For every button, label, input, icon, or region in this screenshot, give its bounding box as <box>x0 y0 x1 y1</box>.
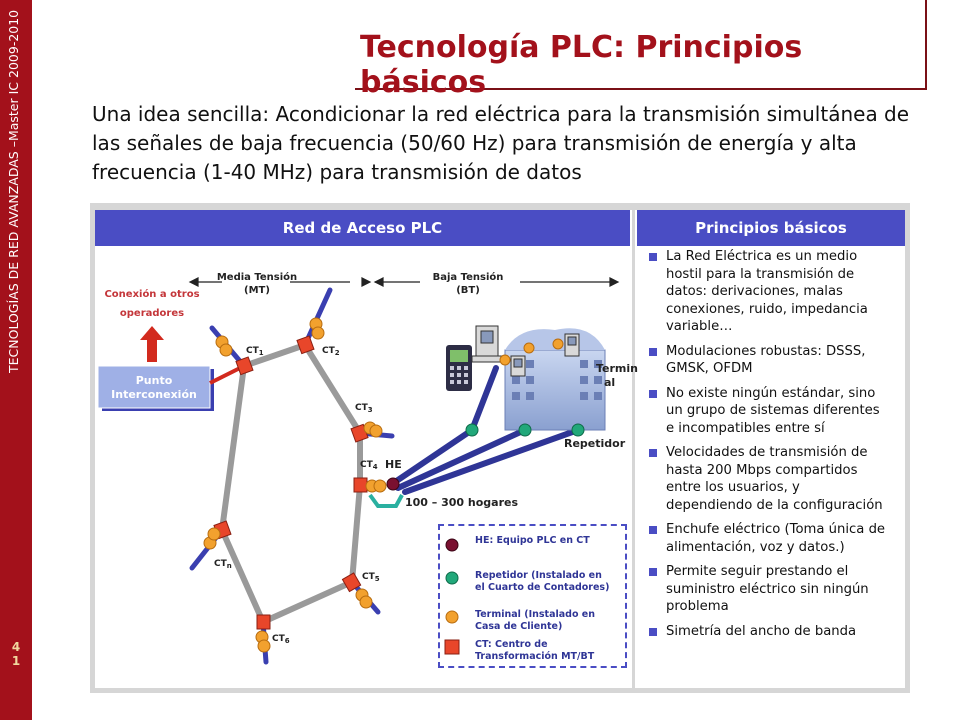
he-loop <box>368 493 404 508</box>
ct4-sub: 4 <box>373 463 378 471</box>
ct1-text: CT <box>246 346 260 356</box>
ct3-sub: 3 <box>368 406 373 414</box>
punto-interconexion-box <box>97 365 214 411</box>
bullet-square-icon <box>649 389 657 398</box>
page-number-digit-2: 1 <box>11 654 21 668</box>
legend-repeater-text-1: Repetidor (Instalado en <box>475 570 602 581</box>
terminal-nodes <box>499 338 564 366</box>
bullet-text: Simetría del ancho de banda <box>666 623 857 639</box>
bullet-text: No existe ningún estándar, sino un grupo… <box>666 385 880 436</box>
title-frame-vertical <box>925 0 927 90</box>
ct2-sub: 2 <box>335 349 340 357</box>
list-item: No existe ningún estándar, sino un grupo… <box>648 385 888 438</box>
ct6-text: CT <box>272 634 286 644</box>
page-number-digit-1: 4 <box>11 640 21 654</box>
ct4-text: CT <box>360 460 374 470</box>
bullet-text: Velocidades de transmisión de hasta 200 … <box>666 445 883 513</box>
ct6-sub: 6 <box>285 637 290 645</box>
legend-he-text: HE: Equipo PLC en CT <box>475 535 590 546</box>
sidebar: TECNOLOGÍAS DE RED AVANZADAS –Master IC … <box>0 0 32 720</box>
legend-terminal-swatch <box>445 610 459 624</box>
bullet-square-icon <box>649 253 657 261</box>
baja-tension-abbr: (BT) <box>456 285 480 296</box>
page-number: 4 1 <box>0 640 32 668</box>
media-tension-label: Media Tensión <box>217 271 297 283</box>
mt-bt-arrows <box>188 277 620 287</box>
legend-ct-text-2: Transformación MT/BT <box>475 651 595 662</box>
ct2-text: CT <box>322 346 336 356</box>
computer-right-icon <box>564 333 580 357</box>
repetidor-label: Repetidor <box>564 437 626 450</box>
bullet-text: Enchufe eléctrico (Toma única de aliment… <box>666 522 886 555</box>
bullet-square-icon <box>649 526 657 534</box>
ct4-label: CT4 <box>360 460 378 471</box>
right-panel-header: Principios básicos <box>637 210 905 246</box>
legend-repeater-swatch <box>445 571 459 585</box>
list-item: Enchufe eléctrico (Toma única de aliment… <box>648 521 888 556</box>
legend-terminal-text-1: Terminal (Instalado en <box>475 609 595 620</box>
mt-ring <box>219 342 363 625</box>
intro-text: Una idea sencilla: Acondicionar la red e… <box>92 102 910 184</box>
principles-list: La Red Eléctrica es un medio hostil para… <box>648 248 888 647</box>
bullet-square-icon <box>649 627 657 636</box>
ct5-text: CT <box>362 572 376 582</box>
legend-he-swatch <box>445 538 459 552</box>
media-tension-abbr: (MT) <box>244 285 270 296</box>
ct1-label: CT1 <box>246 346 264 357</box>
list-item: Simetría del ancho de banda <box>648 623 888 641</box>
phone-icon <box>446 345 472 391</box>
repeater-nodes <box>465 423 585 437</box>
panel-divider <box>632 210 635 688</box>
legend-box <box>438 524 627 668</box>
interconexion-label: Interconexión <box>111 388 197 401</box>
ctn-sub: n <box>227 562 232 570</box>
ctn-label: CTn <box>214 559 232 570</box>
ct2-label: CT2 <box>322 346 340 357</box>
computer-small-icon <box>510 355 526 377</box>
he-node <box>386 477 400 491</box>
bullet-text: Modulaciones robustas: DSSS, GMSK, OFDM <box>666 343 866 377</box>
bullet-text: La Red Eléctrica es un medio hostil para… <box>666 249 868 334</box>
left-panel-header: Red de Acceso PLC <box>95 210 630 246</box>
conexion-label: Conexión a otros <box>104 288 199 300</box>
up-arrow-icon <box>140 326 164 362</box>
legend-terminal-text-2: Casa de Cliente) <box>475 621 562 632</box>
bullet-square-icon <box>649 568 657 576</box>
ct5-sub: 5 <box>375 575 380 583</box>
ct3-label: CT3 <box>355 403 373 414</box>
legend-ct-text-1: CT: Centro de <box>475 639 548 650</box>
list-item: Permite seguir prestando el suministro e… <box>648 563 888 616</box>
hogares-label: 100 – 300 hogares <box>405 496 518 509</box>
ct5-label: CT5 <box>362 572 380 583</box>
ctn-text: CT <box>214 559 228 569</box>
bullet-square-icon <box>649 347 657 356</box>
baja-tension-label: Baja Tensión <box>433 271 504 283</box>
ct1-sub: 1 <box>259 349 264 357</box>
list-item: Modulaciones robustas: DSSS, GMSK, OFDM <box>648 343 888 378</box>
punto-label: Punto <box>136 374 173 387</box>
computer-icon <box>471 325 503 363</box>
list-item: La Red Eléctrica es un medio hostil para… <box>648 248 888 336</box>
bullet-text: Permite seguir prestando el suministro e… <box>666 564 869 614</box>
slide-title: Tecnología PLC: Principios básicos <box>360 30 803 100</box>
terminal-label-end: al <box>604 376 615 389</box>
he-label: HE <box>385 458 402 471</box>
ct-terminals <box>203 317 387 653</box>
list-item: Velocidades de transmisión de hasta 200 … <box>648 444 888 514</box>
title-frame-horizontal <box>355 88 927 90</box>
legend-ct-swatch <box>444 639 460 655</box>
bullet-square-icon <box>649 449 657 457</box>
terminal-label: Termin <box>596 362 638 375</box>
ct6-label: CT6 <box>272 634 290 645</box>
legend-repeater-text-2: el Cuarto de Contadores) <box>475 582 609 593</box>
ct3-text: CT <box>355 403 369 413</box>
operadores-label: operadores <box>120 308 184 319</box>
